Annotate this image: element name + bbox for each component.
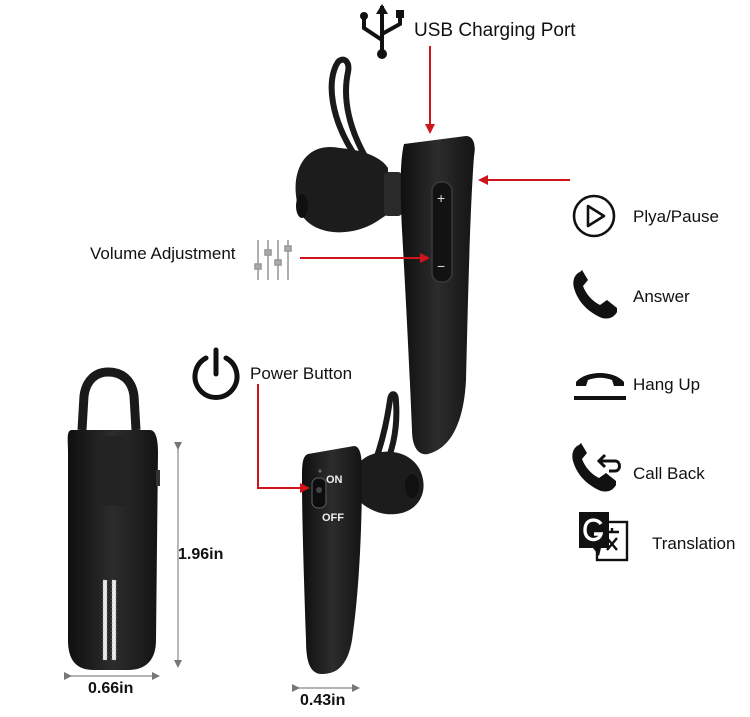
power-off-mark: OFF bbox=[322, 512, 344, 524]
power-on-mark: ON bbox=[326, 474, 343, 486]
front-earpiece-body bbox=[67, 430, 158, 670]
call-back-label: Call Back bbox=[633, 464, 705, 483]
ear-hook bbox=[328, 56, 369, 163]
front-earpiece bbox=[67, 367, 160, 670]
dimension-lines bbox=[64, 442, 360, 692]
dim-side-width-text: 0.43in bbox=[300, 692, 346, 709]
equalizer-sliders-icon bbox=[252, 238, 294, 287]
hang-up-icon bbox=[572, 366, 628, 407]
dim-front-width-text: 0.66in bbox=[88, 680, 134, 697]
play-circle-icon bbox=[571, 193, 617, 244]
volume-label: Volume Adjustment bbox=[90, 244, 236, 263]
volume-minus-mark: − bbox=[437, 258, 446, 274]
dim-height-text: 1.96in bbox=[178, 546, 224, 563]
top-earpiece bbox=[295, 56, 475, 455]
phone-icon bbox=[572, 270, 618, 325]
power-label: Power Button bbox=[250, 364, 353, 383]
front-ear-hook bbox=[77, 367, 141, 431]
power-icon bbox=[188, 346, 244, 407]
call-back-icon bbox=[571, 443, 627, 498]
translation-label: Translation bbox=[652, 534, 736, 553]
volume-plus-mark: + bbox=[437, 190, 446, 206]
pointer-arrows bbox=[257, 46, 570, 493]
hang-up-label: Hang Up bbox=[633, 375, 701, 394]
answer-label: Answer bbox=[633, 287, 690, 306]
arrow-power bbox=[257, 384, 310, 493]
play-pause-label: Plya/Pause bbox=[633, 207, 719, 226]
translate-icon bbox=[577, 510, 631, 569]
usb-icon bbox=[356, 4, 408, 65]
bottom-earpiece bbox=[302, 391, 424, 674]
ear-bud-lower bbox=[358, 451, 424, 515]
ear-bud bbox=[295, 146, 388, 233]
usb-port-label: USB Charging Port bbox=[414, 20, 576, 41]
volume-rocker bbox=[431, 181, 453, 283]
ear-hook-lower bbox=[369, 391, 400, 479]
top-earpiece-body bbox=[400, 136, 475, 455]
